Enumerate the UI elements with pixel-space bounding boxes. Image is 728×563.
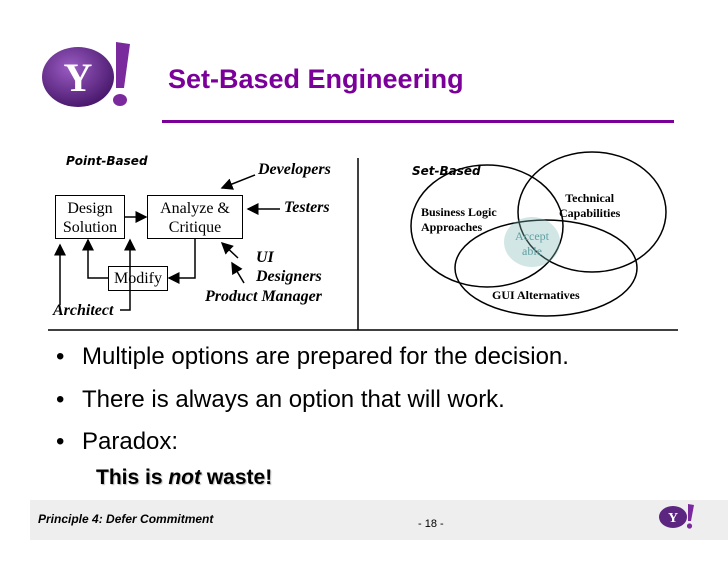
testers-label: Testers: [284, 199, 330, 216]
point-based-heading: Point-Based: [66, 154, 148, 168]
ui-designers-line1: UI: [256, 249, 274, 266]
bullet-1-text: Multiple options are prepared for the de…: [82, 343, 569, 370]
bullet-1: • Multiple options are prepared for the d…: [56, 343, 569, 371]
analyze-critique-line2: Critique: [168, 219, 222, 236]
page-title: Set-Based Engineering: [168, 64, 464, 94]
paradox-emphasis: not: [168, 466, 202, 489]
acceptable-line2: able: [522, 244, 542, 258]
technical-line2: Capabilities: [559, 206, 621, 220]
acceptable-line1: Accept: [515, 229, 549, 243]
modify-box: Modify: [108, 266, 168, 291]
bullet-3-text: Paradox:: [82, 428, 179, 455]
svg-text:Y: Y: [64, 55, 93, 100]
paradox-before: This is: [96, 466, 169, 489]
title-divider: [162, 120, 674, 123]
business-logic-label: Business Logic Approaches: [421, 205, 497, 235]
bullet-3: • Paradox:: [56, 428, 178, 456]
modify-label: Modify: [114, 270, 162, 287]
bullet-2-text: There is always an option that will work…: [82, 386, 505, 413]
technical-label: Technical Capabilities: [559, 191, 620, 221]
footer-band: [30, 500, 728, 540]
gui-alternatives-label: GUI Alternatives: [492, 288, 580, 302]
analyze-critique-line1: Analyze &: [160, 200, 230, 217]
paradox-after: waste!: [201, 466, 273, 489]
page-number: - 18 -: [418, 518, 444, 530]
bullet-dot: •: [56, 428, 65, 455]
bullet-dot: •: [56, 386, 65, 413]
business-logic-line1: Business Logic: [421, 205, 497, 219]
paradox-statement: This is not waste!: [96, 466, 272, 490]
product-manager-label: Product Manager: [205, 288, 322, 305]
yahoo-logo: Y: [40, 38, 140, 110]
bullet-2: • There is always an option that will wor…: [56, 386, 505, 414]
bullet-dot: •: [56, 343, 65, 370]
design-solution-line2: Solution: [62, 219, 118, 236]
ui-designers-label: UI Designers: [256, 248, 322, 286]
technical-line1: Technical: [565, 191, 615, 205]
ui-designers-line2: Designers: [256, 268, 322, 285]
svg-text:Y: Y: [668, 511, 678, 526]
developers-label: Developers: [258, 161, 331, 178]
footer-text: Principle 4: Defer Commitment: [38, 512, 214, 526]
business-logic-line2: Approaches: [421, 220, 483, 234]
analyze-critique-box: Analyze & Critique: [147, 195, 243, 239]
footer-logo: Y: [658, 502, 698, 530]
acceptable-label: Accept able: [509, 229, 555, 259]
design-solution-line1: Design: [67, 200, 113, 217]
architect-label: Architect: [53, 302, 114, 319]
